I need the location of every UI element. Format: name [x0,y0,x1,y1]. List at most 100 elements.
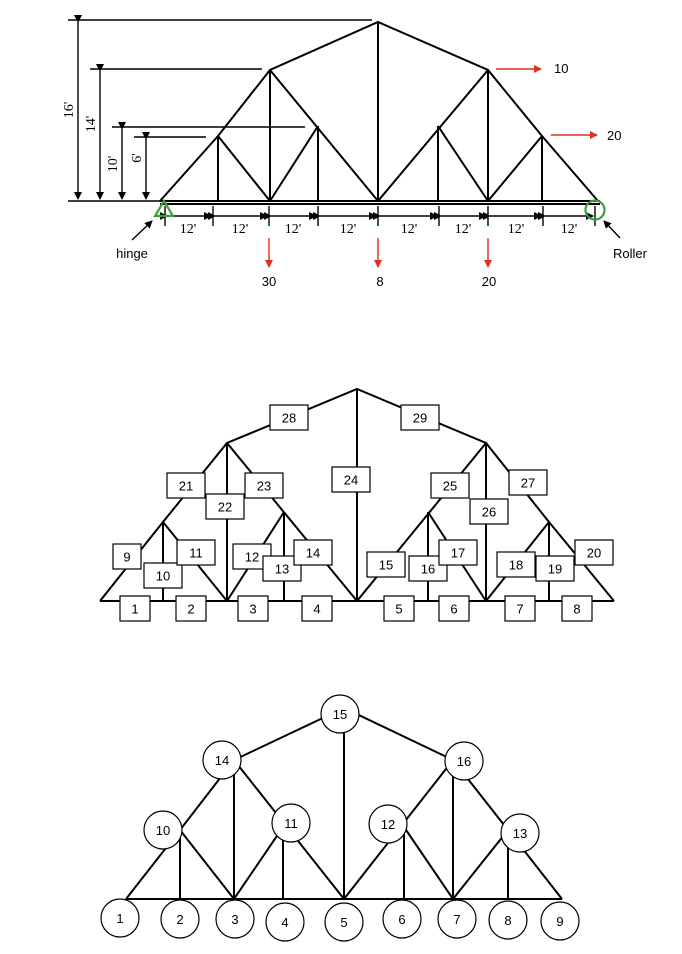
node-number: 10 [156,823,170,838]
member-number: 11 [189,546,203,561]
node-label: 10 [143,810,183,850]
member-label: 14 [293,539,333,566]
hinge-support-icon [153,198,175,218]
node-label: 5 [324,902,364,942]
member-number: 26 [482,505,496,520]
load-label-8: 8 [376,274,383,289]
span-label: 12' [561,222,578,237]
span-label: 12' [401,222,418,237]
span-label: 12' [455,222,472,237]
member-label: 8 [561,595,593,622]
member-label: 4 [301,595,333,622]
member-number: 14 [306,546,320,561]
member-label: 10 [143,562,183,589]
member-label: 2 [175,595,207,622]
member-number: 10 [156,569,170,584]
node-label: 8 [488,900,528,940]
node-number: 1 [116,911,123,926]
loaded-truss-panel: 16' 14' 10' 6' 12' 12' 12' [62,15,648,289]
member-label: 28 [269,404,309,431]
member-label: 20 [574,539,614,566]
height-label-14: 14' [84,116,99,133]
member-number: 24 [344,473,358,488]
member-number: 25 [443,479,457,494]
member-number: 22 [218,500,232,515]
member-label: 17 [438,539,478,566]
load-label-30: 30 [262,274,276,289]
roller-support-icon [584,199,606,221]
member-label: 18 [496,551,536,578]
span-label: 12' [180,222,197,237]
member-label: 1 [119,595,151,622]
node-number: 15 [333,707,347,722]
member-number: 13 [275,562,289,577]
node-number: 6 [398,912,405,927]
member-number: 12 [245,550,259,565]
node-label: 2 [160,899,200,939]
member-label: 26 [469,498,509,525]
member-number: 9 [123,550,130,565]
node-number: 16 [457,754,471,769]
node-number: 2 [176,912,183,927]
member-label: 22 [205,493,245,520]
node-label: 13 [500,813,540,853]
node-label: 9 [540,901,580,941]
member-number: 6 [450,602,457,617]
member-label: 7 [504,595,536,622]
node-label: 11 [271,803,311,843]
node-number: 5 [340,915,347,930]
member-number: 15 [379,558,393,573]
span-label: 12' [285,222,302,237]
height-dimension-lines: 16' 14' 10' 6' [62,15,372,202]
node-label: 15 [320,694,360,734]
member-number: 19 [548,562,562,577]
member-label: 19 [535,555,575,582]
node-label: 16 [444,741,484,781]
member-number: 21 [179,479,193,494]
member-label: 29 [400,404,440,431]
member-label: 6 [438,595,470,622]
node-number: 3 [231,912,238,927]
load-label-20-right: 20 [607,128,621,143]
member-label: 24 [331,466,371,493]
node-number: 7 [453,912,460,927]
member-label: 27 [508,469,548,496]
member-number: 3 [249,602,256,617]
member-number: 4 [313,602,320,617]
load-label-20: 20 [482,274,496,289]
roller-label: Roller [613,246,648,261]
member-number: 7 [516,602,523,617]
member-number: 20 [587,546,601,561]
node-label: 14 [202,740,242,780]
member-label: 3 [237,595,269,622]
member-number: 28 [282,411,296,426]
member-number: 27 [521,476,535,491]
member-number: 2 [187,602,194,617]
member-label: 25 [430,472,470,499]
node-number: 11 [284,816,298,831]
member-label: 23 [244,472,284,499]
node-number: 12 [381,817,395,832]
node-label: 4 [265,902,305,942]
member-number: 18 [509,558,523,573]
member-label: 21 [166,472,206,499]
span-label: 12' [232,222,249,237]
applied-loads: 30 8 20 10 20 [262,61,622,289]
node-number: 13 [513,826,527,841]
load-label-10: 10 [554,61,568,76]
member-number: 5 [395,602,402,617]
member-number: 1 [131,602,138,617]
node-label: 1 [100,898,140,938]
span-label: 12' [508,222,525,237]
member-number: 16 [421,562,435,577]
node-number: 14 [215,753,229,768]
member-number: 17 [451,546,465,561]
node-number: 8 [504,913,511,928]
hinge-label: hinge [116,246,148,261]
supports: hinge Roller [116,198,648,261]
member-label: 9 [112,543,142,570]
node-number: 4 [281,915,288,930]
